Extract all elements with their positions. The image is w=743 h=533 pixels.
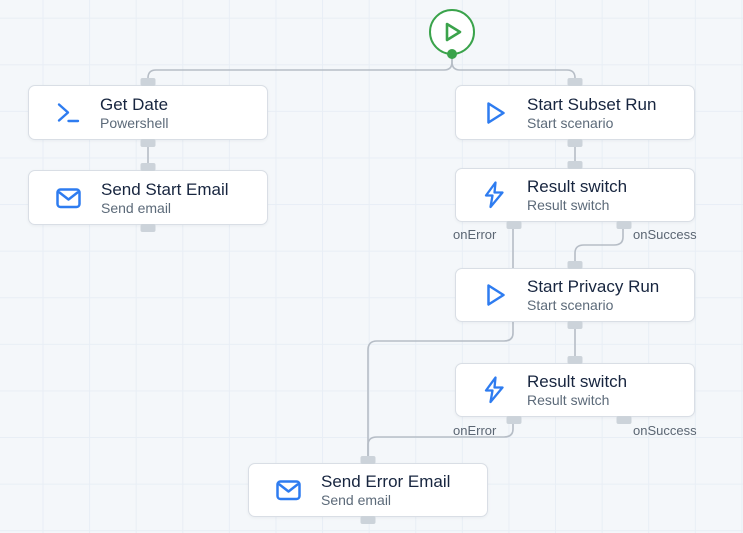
- branch-label-onsuccess: onSuccess: [633, 423, 697, 438]
- node-subtitle: Result switch: [527, 392, 610, 408]
- input-handle[interactable]: [140, 78, 156, 86]
- node-title: Get Date: [100, 94, 169, 114]
- output-handle[interactable]: [360, 516, 376, 524]
- node-subtitle: Result switch: [527, 197, 610, 213]
- output-handle[interactable]: [140, 224, 156, 232]
- input-handle[interactable]: [567, 356, 583, 364]
- node-send-error-email[interactable]: Send Error Email Send email: [248, 456, 488, 524]
- node-text: Get Date Powershell: [100, 94, 168, 132]
- node-text: Send Error Email Send email: [321, 471, 450, 509]
- onsuccess-output-handle[interactable]: [616, 221, 632, 229]
- node-title: Result switch: [527, 372, 628, 391]
- play-icon: [487, 284, 505, 306]
- mail-icon: [56, 187, 81, 208]
- node-send-start-email[interactable]: Send Start Email Send email: [28, 163, 268, 232]
- wire-start-to-get-date: [147, 58, 453, 88]
- wire-switch1-onerror-to-erroremail: [367, 220, 514, 465]
- zap-icon: [484, 376, 504, 404]
- terminal-icon: [57, 102, 80, 122]
- zap-icon: [484, 181, 504, 209]
- output-handle[interactable]: [140, 139, 156, 147]
- node-title: Send Start Email: [101, 179, 229, 199]
- node-title: Result switch: [527, 177, 628, 196]
- branch-label-onsuccess: onSuccess: [633, 227, 697, 242]
- node-title: Send Error Email: [321, 472, 451, 491]
- play-circle-icon: [445, 22, 462, 42]
- onerror-output-handle[interactable]: [506, 221, 522, 229]
- node-subtitle: Start scenario: [527, 114, 614, 131]
- node-subtitle: Send email: [101, 199, 172, 216]
- node-title: Start Subset Run: [527, 94, 657, 114]
- node-text: Result switch Result switch: [527, 176, 627, 214]
- input-handle[interactable]: [567, 161, 583, 169]
- input-handle[interactable]: [360, 456, 376, 464]
- node-text: Result switch Result switch: [527, 371, 627, 409]
- node-get-date[interactable]: Get Date Powershell: [28, 78, 268, 147]
- node-subtitle: Powershell: [100, 114, 169, 131]
- node-text: Start Subset Run Start scenario: [527, 94, 656, 132]
- input-handle[interactable]: [140, 163, 156, 171]
- node-result-switch-1[interactable]: Result switch Result switch: [455, 161, 695, 229]
- branch-label-onerror: onError: [453, 423, 497, 438]
- output-handle[interactable]: [567, 139, 583, 147]
- node-text: Start Privacy Run Start scenario: [527, 276, 659, 314]
- node-title: Start Privacy Run: [527, 277, 660, 296]
- node-text: Send Start Email Send email: [101, 179, 229, 217]
- node-result-switch-2[interactable]: Result switch Result switch: [455, 356, 695, 424]
- mail-icon: [276, 480, 301, 501]
- wire-start-to-subset-run: [451, 58, 576, 88]
- input-handle[interactable]: [567, 261, 583, 269]
- onsuccess-output-handle[interactable]: [616, 416, 632, 424]
- node-subtitle: Start scenario: [527, 297, 614, 313]
- output-handle[interactable]: [567, 321, 583, 329]
- wire-switch1-onsuccess-to-privacy: [574, 220, 624, 270]
- start-node[interactable]: [429, 9, 475, 59]
- input-handle[interactable]: [567, 78, 583, 86]
- node-start-subset-run[interactable]: Start Subset Run Start scenario: [455, 78, 695, 147]
- onerror-output-handle[interactable]: [506, 416, 522, 424]
- node-start-privacy-run[interactable]: Start Privacy Run Start scenario: [455, 261, 695, 329]
- play-icon: [487, 101, 505, 124]
- node-subtitle: Send email: [321, 492, 392, 508]
- branch-label-onerror: onError: [453, 227, 497, 242]
- wire-switch2-onerror-to-erroremail: [367, 415, 514, 462]
- start-output-handle[interactable]: [447, 49, 457, 59]
